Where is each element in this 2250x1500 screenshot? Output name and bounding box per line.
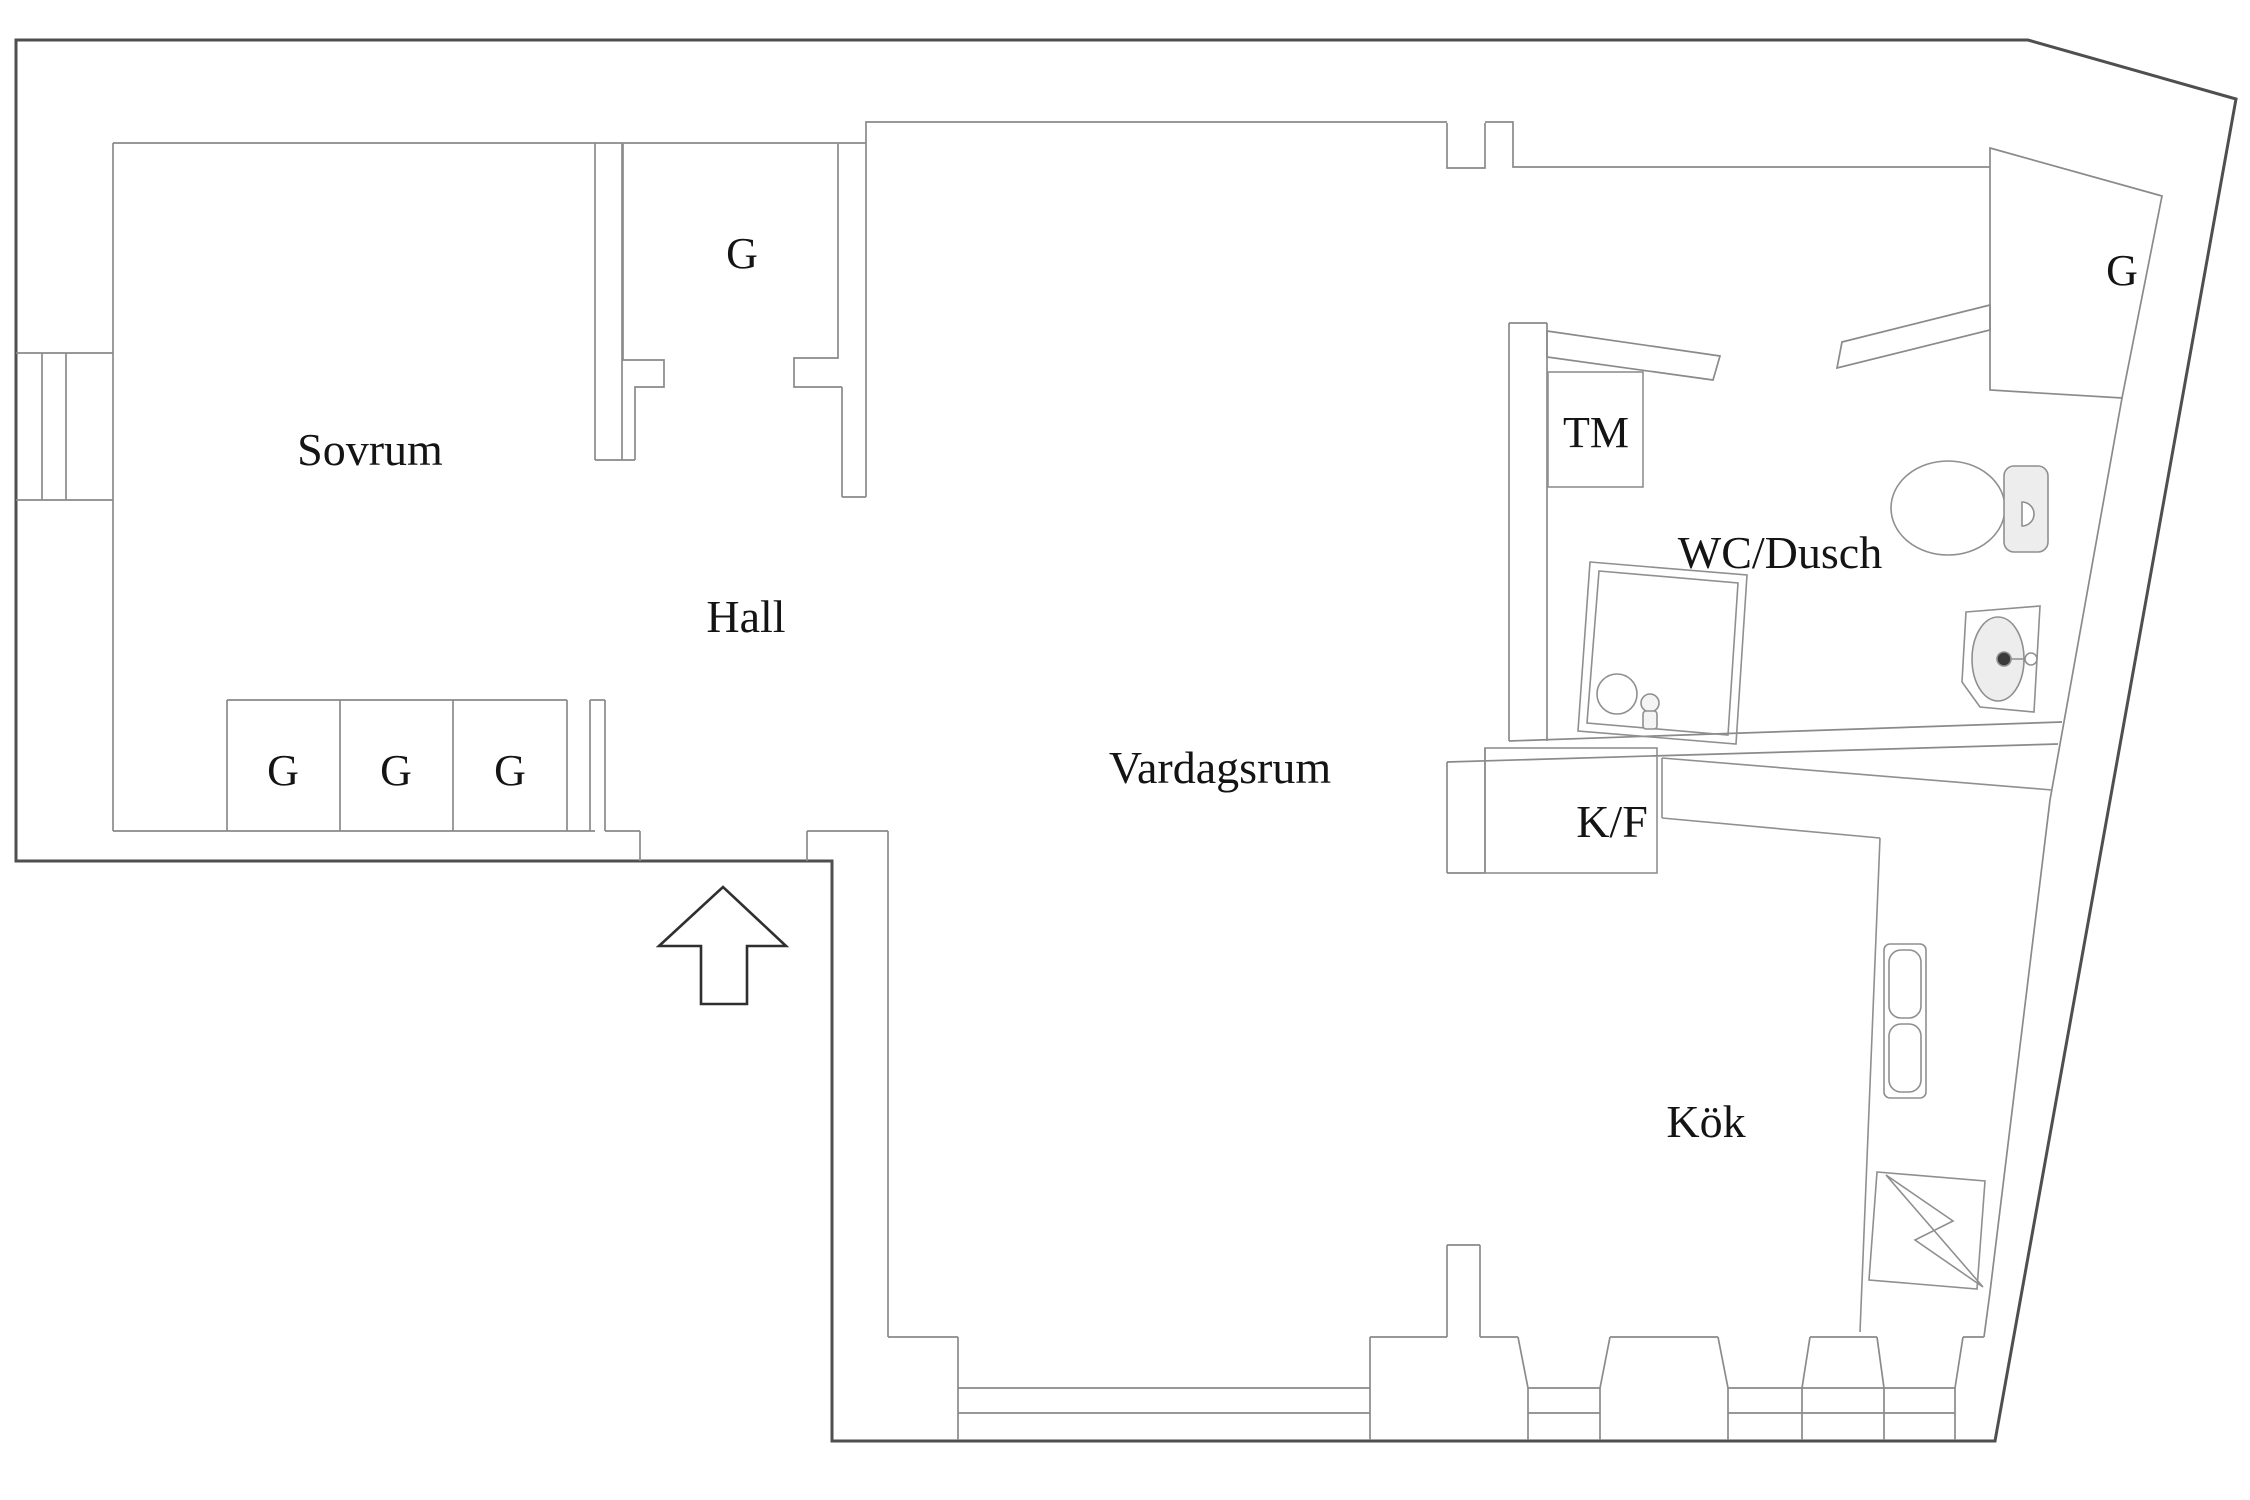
shower-drain [1596, 673, 1638, 715]
window-k2-side-2 [1801, 1336, 1811, 1389]
shower-handle-head [1640, 693, 1660, 713]
stove-box [1868, 1171, 1986, 1290]
room-label-g-closet-top: G [726, 229, 758, 278]
room-label-kf: K/F [1576, 796, 1648, 847]
room-label-g-closet-3: G [494, 746, 526, 795]
ceiling-step-right [1485, 121, 1990, 168]
room-label-hall: Hall [706, 591, 785, 642]
g-closet-top-left-jamb [622, 144, 665, 460]
room-label-g-closet-tr: G [2106, 246, 2138, 295]
kitchen-sink-unit [1883, 943, 1927, 1099]
room-label-g-closet-1: G [267, 746, 299, 795]
kitchen-sink-bowl-1 [1888, 949, 1922, 1019]
room-label-wc-dusch: WC/Dusch [1678, 527, 1882, 578]
room-label-tm: TM [1563, 408, 1629, 457]
kf-top-wall-a [1508, 721, 2063, 742]
room-label-g-closet-2: G [380, 746, 412, 795]
toilet-bowl [1890, 460, 2006, 556]
bath-sink-knob [2024, 652, 2038, 666]
bath-sink-faucet [1996, 651, 2012, 667]
window-k2-side-4 [1954, 1336, 1964, 1389]
stove-bolt [1885, 1174, 1984, 1288]
washing-machine [1547, 371, 1644, 488]
window-k2-side-1 [1717, 1336, 1729, 1389]
g-closet-top-right-jamb [793, 144, 842, 388]
wc-top-wall-left [1546, 330, 1722, 381]
top-inner-face-vardagsrum [865, 121, 1447, 497]
shower-inner [1586, 570, 1739, 736]
kitchen-counter-inner-edge [1661, 817, 1881, 839]
kf-top-wall-b [1446, 743, 2059, 763]
shower-outer [1577, 561, 1748, 745]
room-label-kok: Kök [1666, 1096, 1745, 1147]
window-k1-side-r [1599, 1336, 1611, 1389]
entrance-arrow [655, 885, 790, 1006]
vardagsrum-top-stub [1446, 123, 1486, 169]
window-k1-side-l [1517, 1336, 1529, 1389]
fridge-freezer-box [1484, 747, 1658, 874]
toilet-flush-button [2021, 501, 2035, 527]
kitchen-counter-top-edge [1661, 757, 2053, 791]
outer-wall [14, 38, 2238, 1443]
kitchen-counter-column [1859, 837, 1881, 1333]
wc-top-wall-right [1835, 303, 1991, 370]
shower-handle-body [1642, 710, 1658, 730]
kitchen-sink-bowl-2 [1888, 1023, 1922, 1093]
room-label-sovrum: Sovrum [297, 424, 443, 475]
right-inner-face [1983, 397, 2123, 1338]
window-k2-side-3 [1876, 1336, 1885, 1389]
room-label-vardagsrum: Vardagsrum [1109, 742, 1331, 793]
